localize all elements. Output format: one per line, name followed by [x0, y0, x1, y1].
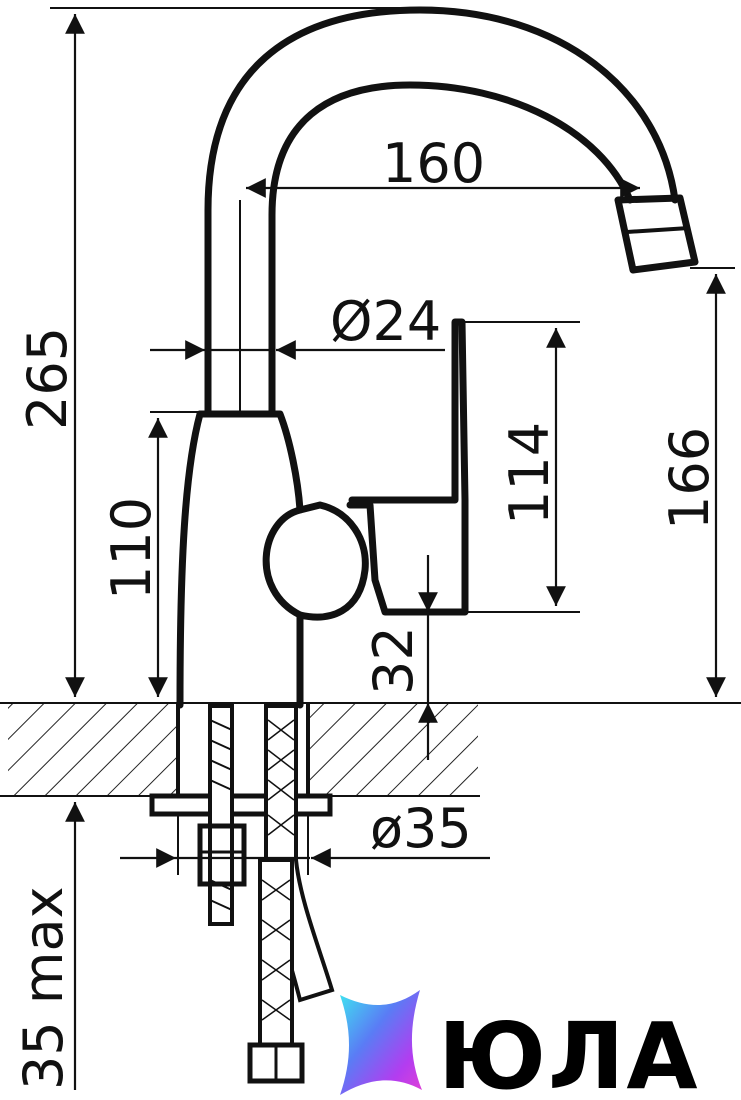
countertop: [0, 702, 741, 797]
yula-logo: ЮЛА: [340, 990, 700, 1100]
dim-24-label: Ø24: [330, 290, 441, 353]
spout: [204, 6, 699, 416]
dim-114-label: 114: [498, 422, 561, 525]
dimension-lines: [50, 7, 735, 1090]
faucet-body: [176, 318, 469, 709]
logo-star-icon: [340, 990, 422, 1095]
dim-32-label: 32: [362, 626, 425, 695]
dim-160-label: 160: [382, 132, 485, 195]
fixing-assembly: [149, 704, 335, 1084]
dim-35-label: ø35: [370, 797, 472, 860]
dim-35max-label: 35 max: [12, 886, 75, 1090]
dim-265-label: 265: [16, 327, 79, 430]
logo-text: ЮЛА: [438, 1003, 700, 1100]
dim-166-label: 166: [658, 427, 721, 530]
dim-110-label: 110: [100, 497, 163, 600]
